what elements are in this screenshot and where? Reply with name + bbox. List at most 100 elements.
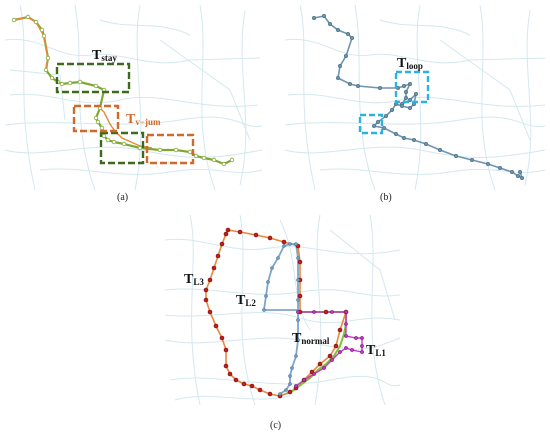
trajectory-point <box>187 149 193 155</box>
trajectory-point <box>219 241 225 247</box>
trajectory-point <box>33 19 39 25</box>
stay-box-2 <box>99 131 145 165</box>
trajectory-point <box>297 293 303 299</box>
label-t-l2: TL2 <box>236 293 256 308</box>
trajectory-point <box>360 336 364 340</box>
trajectory-point <box>203 297 209 303</box>
trajectory-point <box>223 231 229 237</box>
trajectory-point <box>337 64 342 69</box>
trajectory-point <box>288 242 292 246</box>
trajectory-point <box>287 389 293 395</box>
trajectory-point <box>276 256 280 260</box>
trajectory-point <box>49 75 55 81</box>
trajectory-point <box>311 15 316 20</box>
trajectory-point <box>401 135 406 140</box>
loop-box-2 <box>358 113 384 135</box>
trajectory-point <box>516 173 521 178</box>
trajectory-point <box>518 169 523 174</box>
trajectory-point <box>282 244 286 248</box>
trajectory-point <box>337 327 343 333</box>
trajectory-point <box>294 242 298 246</box>
trajectory-points <box>203 227 364 399</box>
trajectory-point <box>105 137 111 143</box>
trajectory-point <box>296 298 300 302</box>
label-t-loop: Tloop <box>397 56 423 71</box>
trajectory-point <box>350 348 354 352</box>
trajectory-point <box>288 374 292 378</box>
trajectory-point <box>344 346 348 350</box>
trajectory-point <box>294 384 298 388</box>
trajectory-point <box>264 294 268 298</box>
trajectory-point <box>266 280 270 284</box>
trajectory-point <box>509 169 514 174</box>
trajectory-point <box>393 131 398 136</box>
trajectory-point <box>323 309 329 315</box>
trajectory-point <box>381 126 386 131</box>
caption-a: (a) <box>117 192 128 203</box>
trajectory-point <box>173 147 179 153</box>
trajectory-point <box>360 344 364 348</box>
trajectory-point <box>284 388 288 392</box>
trajectory-point <box>270 266 274 270</box>
trajectory-point <box>355 84 360 89</box>
trajectory-point <box>520 175 525 180</box>
trajectory-point <box>67 80 73 86</box>
trajectory-point <box>312 372 316 376</box>
trajectory-point <box>203 287 209 293</box>
trajectory-point <box>93 83 99 89</box>
trajectory-point <box>335 27 340 32</box>
trajectory-point <box>227 371 233 377</box>
jump-box-1 <box>72 104 120 133</box>
label-t-normal: Tnormal <box>292 331 330 346</box>
trajectory-point <box>333 343 339 349</box>
trajectory-point <box>437 147 442 152</box>
trajectory-point <box>344 334 348 338</box>
trajectory-point <box>407 106 412 111</box>
trajectory-point <box>344 322 348 326</box>
trajectory-point <box>101 133 107 139</box>
trajectory-point <box>267 391 273 397</box>
trajectory-point <box>413 92 418 97</box>
trajectory-point <box>11 17 17 23</box>
label-t-l3: TL3 <box>184 272 204 287</box>
trajectory-point <box>77 79 83 85</box>
trajectory-point <box>335 76 340 81</box>
trajectory-point <box>317 361 323 367</box>
trajectory-point <box>297 259 303 265</box>
trajectory-point <box>39 27 45 33</box>
trajectory-l1 <box>295 311 363 387</box>
trajectory-point <box>225 227 231 233</box>
caption-b: (b) <box>380 192 392 203</box>
trajectory-point <box>330 310 334 314</box>
trajectory-point <box>327 21 332 26</box>
trajectory-point <box>201 155 207 161</box>
trajectory-point <box>43 67 49 73</box>
road-network <box>284 4 546 191</box>
trajectory-point <box>221 161 227 167</box>
panel-c: TL3 TL2 Tnormal TL1 (c) <box>164 214 401 431</box>
trajectory-point <box>377 86 382 91</box>
trajectory-point <box>233 377 239 383</box>
trajectory-point <box>485 161 490 166</box>
trajectory-point <box>401 84 406 89</box>
trajectory-point <box>215 253 221 259</box>
label-t-v-jum: Tv−jum <box>126 112 161 127</box>
trajectory-point <box>296 256 300 260</box>
trajectory-point <box>296 278 300 282</box>
trajectory-point <box>345 32 350 37</box>
trajectory-point <box>288 382 292 386</box>
trajectory-point <box>278 392 282 396</box>
jump-box-2 <box>145 133 195 165</box>
trajectory-point <box>296 338 300 342</box>
trajectory-point <box>411 137 416 142</box>
trajectory-point <box>375 120 380 125</box>
trajectory-points <box>11 14 235 167</box>
trajectory-point <box>111 139 117 145</box>
trajectory-point <box>343 54 348 59</box>
trajectory-point <box>213 323 219 329</box>
trajectory-point <box>354 336 358 340</box>
trajectory-point <box>360 350 364 354</box>
trajectory-point <box>469 157 474 162</box>
trajectory-point <box>59 81 65 87</box>
trajectory-point <box>25 14 31 20</box>
